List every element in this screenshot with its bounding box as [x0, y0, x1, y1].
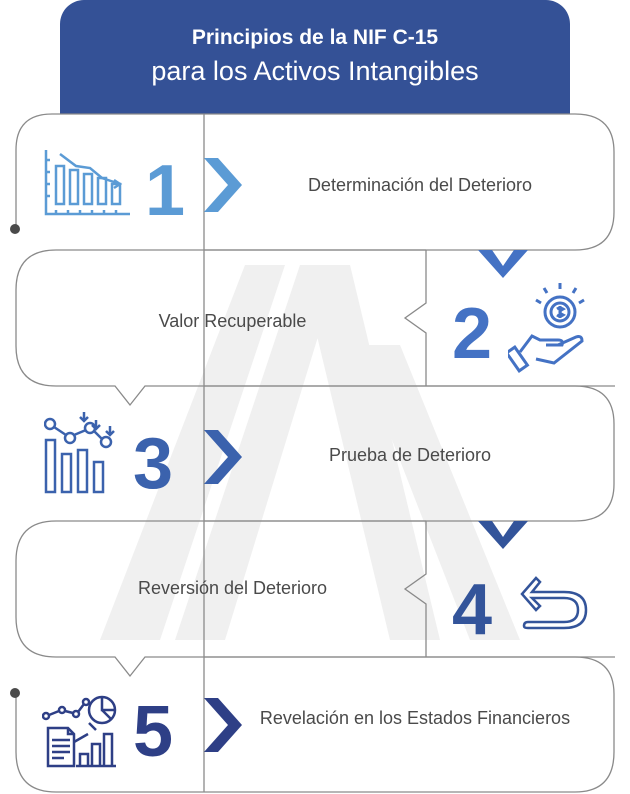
chevron-down-icon [478, 250, 528, 278]
step-label: Revelación en los Estados Financieros [259, 708, 571, 728]
chevron-down-icon [478, 521, 528, 549]
chevron-right-icon [204, 158, 242, 212]
timeline-dot-top [10, 224, 20, 234]
chevron-right-icon [204, 698, 242, 752]
header-title-bold: Principios de la NIF C-15 [191, 26, 439, 49]
chart-with-down-arrows-icon [44, 412, 115, 494]
step-number: 3 [133, 424, 174, 504]
step-number: 1 [145, 151, 186, 231]
header-title-regular: para los Activos Intangibles [151, 56, 479, 86]
step-number: 5 [133, 692, 174, 772]
step-label: Valor Recuperable [158, 311, 307, 331]
step-label: Reversión del Deterioro [137, 578, 328, 598]
chevron-right-icon [204, 430, 242, 484]
step-label: Determinación del Deterioro [307, 175, 533, 195]
step-label: Prueba de Deterioro [328, 445, 492, 465]
report-analytics-icon [42, 695, 117, 768]
header-banner: Principios de la NIF C-15 para los Activ… [60, 0, 570, 114]
hand-holding-coin-icon [508, 283, 585, 373]
step-number: 2 [452, 294, 493, 374]
timeline-dot-bottom [10, 688, 20, 698]
declining-bar-chart-icon [44, 150, 130, 216]
step-number: 4 [452, 570, 493, 650]
return-arrow-icon [520, 576, 588, 630]
